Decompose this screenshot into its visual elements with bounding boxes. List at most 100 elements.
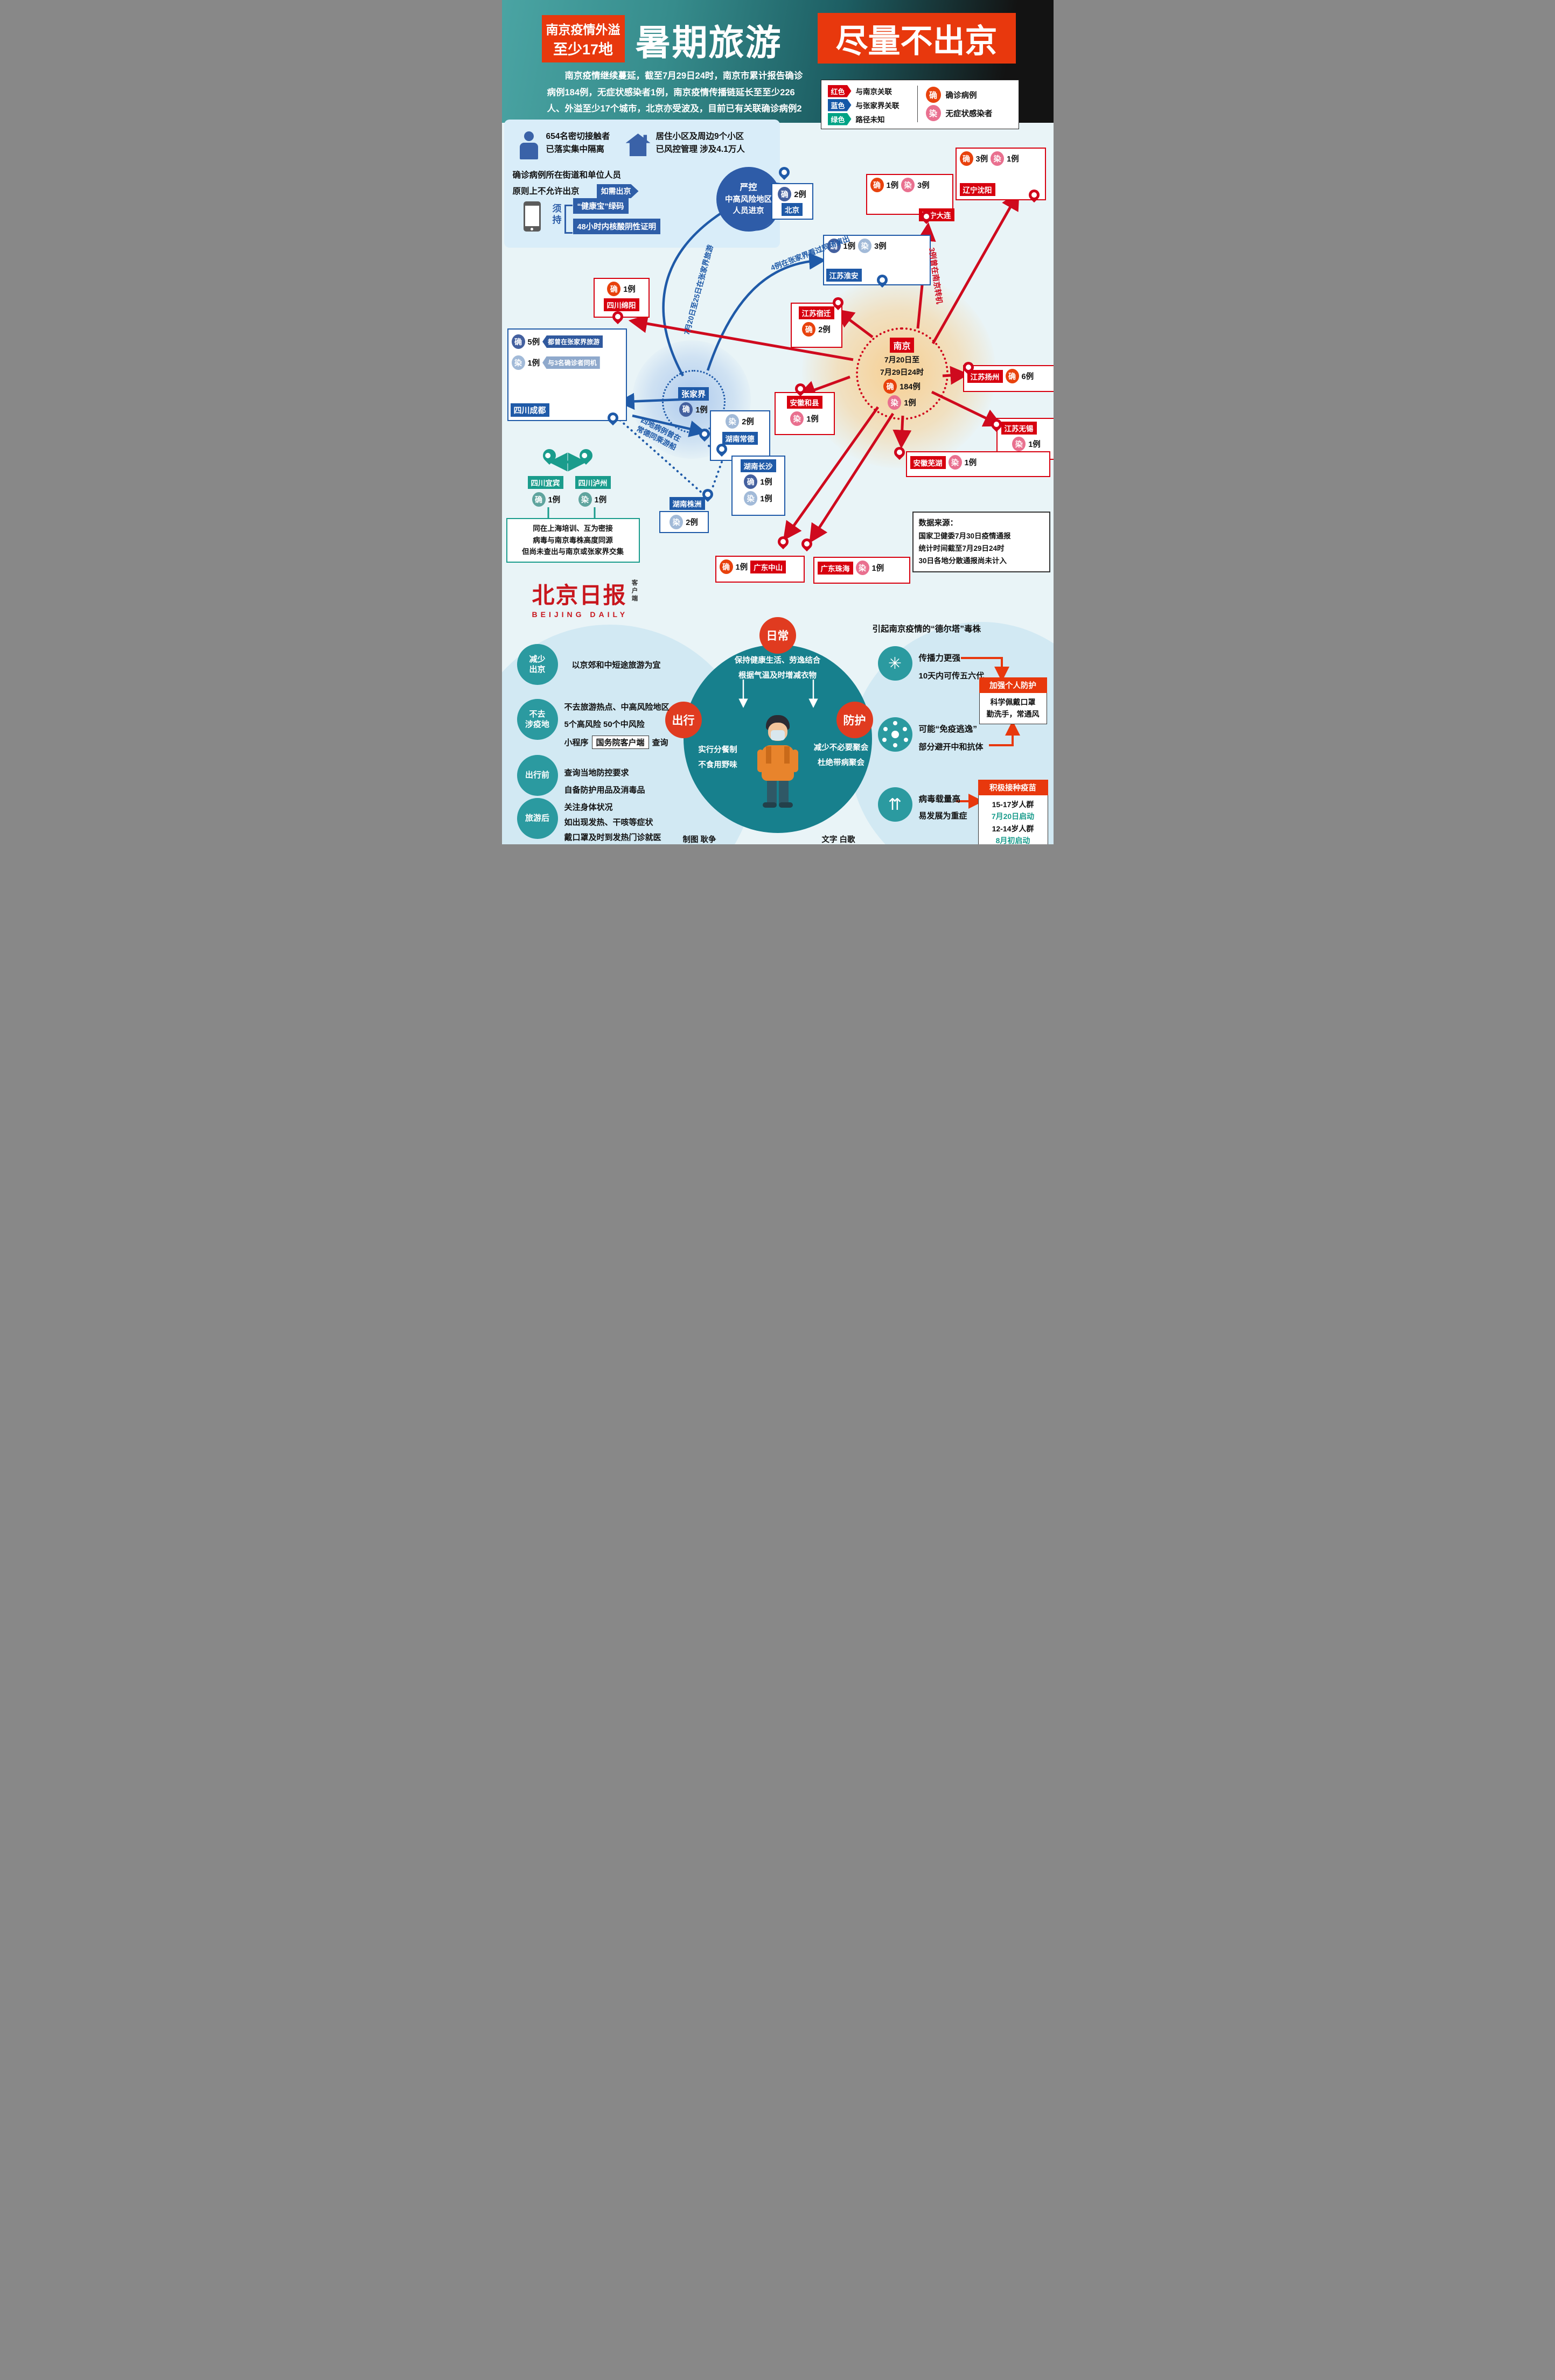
legend-blue-text: 与张家界关联 [855,102,899,110]
delta-fact: 病毒载量高 [918,795,961,804]
case-count: 1例 [760,478,772,487]
advice-line: 不食用野味 [698,760,737,769]
city-label: 江苏宿迁 [798,306,834,319]
city-label: 江苏扬州 [967,369,1003,383]
health-kit-code-box: “健康宝”绿码 [573,198,629,214]
travel-advice: 实行分餐制 不食用野味 [683,743,753,773]
vaccination-box-title: 积极接种疫苗 [978,780,1048,795]
case-count: 1例 [964,459,977,467]
case-count: 3例 [917,181,930,190]
community-line1: 居住小区及周边9个小区 [656,132,744,141]
tip-label: 出行前 [525,771,549,780]
source-line: 国家卫健委7月30日疫情通报 [918,531,1011,540]
vaccination-line: 7月20日启动 [991,812,1035,821]
face-mask [770,730,785,740]
case-count: 3例 [975,155,988,164]
strict-control-circle: 严控 中高风险地区 人员进京 [716,167,781,232]
asymptomatic-badge-icon: 染 [948,455,962,470]
tip-text: 以京郊和中短途旅游为宜 [571,661,661,670]
tip-label: 涉疫地 [525,720,549,729]
asymptomatic-badge-icon: 染 [1012,437,1026,451]
tip-text: 关注身体状况 [564,803,613,812]
header-tag-line2: 至少17地 [553,41,613,58]
beijing-daily-logo: 北京日报 客户端 BEIJING DAILY [532,577,638,619]
page-title-emphasis: 尽量不出京 [817,13,1016,64]
tip-label: 减少 [529,654,546,664]
daily-advice: 保持健康生活、劳逸结合 根据气温及时增减衣物 [697,654,859,683]
confirmed-badge-icon: 确 [925,87,941,103]
confirmed-badge-icon: 确 [778,187,792,201]
city-label: 广东珠海 [817,561,853,575]
viral-load-icon: ⇈ [877,787,912,822]
tip-text: 戴口罩及时到发热门诊就医 [564,833,661,842]
virus-molecule-icon [877,717,912,752]
strict-line3: 人员进京 [733,206,764,215]
legend-green-text: 路径未知 [855,116,885,124]
case-count: 1例 [623,285,636,294]
case-count: 2例 [818,326,831,334]
confirmed-badge-icon: 确 [802,322,816,337]
confirmed-badge-icon: 确 [679,402,693,417]
intro-line: 病例184例，无症状感染者1例，南京疫情传播链延长至至少226 [547,87,795,97]
data-source-box: 数据来源： 国家卫健委7月30日疫情通报 统计时间截至7月29日24时 30日各… [912,512,1050,573]
case-count: 5例 [527,338,540,347]
intro-paragraph: 南京疫情继续蔓延，截至7月29日24时，南京市累计报告确诊 病例184例，无症状… [547,68,820,134]
close-contacts-text: 654名密切接触者 已落实集中隔离 [546,130,610,156]
asymptomatic-badge-icon: 染 [901,178,915,192]
confirmed-badge-icon: 确 [607,282,621,296]
confirmed-badge-icon: 确 [532,492,546,507]
advice-line: 实行分餐制 [698,746,737,754]
city-label: 北京 [782,203,803,216]
case-count: 2例 [794,191,806,199]
tip-before-travel: 出行前 [517,755,558,796]
protect-advice: 减少不必要聚会 杜绝带病聚会 [804,741,879,771]
confirmed-badge-icon: 确 [870,178,884,192]
confirmed-badge-icon: 确 [959,151,973,166]
confirmed-badge-icon: 确 [719,559,733,574]
nanjing-label: 南京 [890,338,914,353]
city-label: 湖南株洲 [669,497,705,510]
city-label: 江苏无锡 [1001,422,1037,435]
tip-text-mini-program: 小程序国务院客户端查询 [564,736,668,749]
zhangjiajie-label: 张家界 [678,387,709,401]
delta-fact: 易发展为重症 [918,811,967,821]
legend-asymptomatic-text: 无症状感染者 [945,109,993,118]
vaccination-line: 15-17岁人群 [992,800,1034,809]
header-tag-box: 南京疫情外溢 至少17地 [541,15,625,62]
legend-color-column: 红色与南京关联 蓝色与张家界关联 绿色路径未知 [827,84,899,126]
nanjing-asymptomatic-count: 1例 [904,399,916,408]
advice-line: 减少不必要聚会 [813,744,869,752]
delta-fact: 10天内可传五六代 [918,671,985,681]
case-count: 2例 [686,519,698,527]
tip-label: 不去 [529,709,546,719]
confirmed-badge-icon: 确 [511,334,525,349]
legend-confirmed-text: 确诊病例 [945,91,977,100]
city-label: 四川成都 [510,403,549,417]
legend-red-text: 与南京关联 [855,88,892,96]
logo-client-label: 客户端 [631,579,638,603]
note-line: 病毒与南京毒株高度同源 [533,536,613,544]
delta-fact: 可能“免疫逃逸” [918,725,978,734]
tip-text: 查询当地防控要求 [564,768,629,778]
connector-arrows-layer [547,181,1020,809]
city-label: 湖南常德 [722,432,758,445]
community-control-text: 居住小区及周边9个小区 已风控管理 涉及4.1万人 [656,130,745,156]
city-label: 四川绵阳 [603,298,639,311]
chengdu-asymptomatic-note: 与3名确诊者同机 [542,356,600,369]
if-leaving-tag: 如需出京 [596,184,639,198]
vaccination-line: 12-14岁人群 [992,824,1034,833]
source-title: 数据来源： [918,519,958,528]
intro-line: 南京疫情继续蔓延，截至7月29日24时，南京市累计报告确诊 [564,71,803,81]
strict-line1: 严控 [740,183,757,193]
case-count: 1例 [843,242,856,251]
